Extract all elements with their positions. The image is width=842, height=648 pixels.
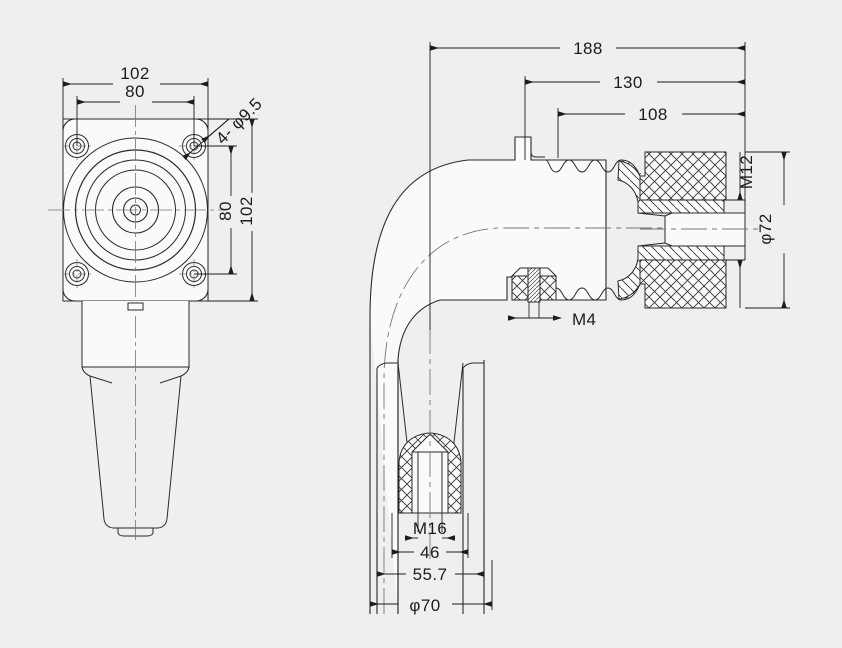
elbow-centerline-arc bbox=[383, 227, 745, 614]
m4-set-screw-detail bbox=[510, 267, 558, 318]
dim-label-m16: M16 bbox=[413, 519, 447, 538]
dim-label-188: 188 bbox=[573, 39, 603, 58]
contact-pin bbox=[664, 212, 746, 247]
dim-label-80-top: 80 bbox=[125, 82, 145, 101]
dim-label-55-7: 55.7 bbox=[413, 565, 448, 584]
side-view-dimensions bbox=[369, 42, 790, 614]
dim-label-46: 46 bbox=[420, 543, 440, 562]
dim-label-102-right: 102 bbox=[237, 196, 256, 226]
dim-label-m4: M4 bbox=[572, 310, 596, 329]
side-section-view bbox=[369, 136, 760, 615]
dim-label-130: 130 bbox=[613, 73, 643, 92]
dim-label-m12: M12 bbox=[737, 155, 756, 189]
dim-label-80-right: 80 bbox=[216, 201, 235, 221]
pin-taper-top bbox=[637, 212, 666, 217]
dim-label-phi70: φ70 bbox=[409, 596, 440, 615]
elbow-shoulder-step bbox=[530, 137, 545, 158]
dim-label-102-top: 102 bbox=[120, 64, 150, 83]
mounting-hole-bottom-left bbox=[62, 259, 92, 289]
insulator-section-upper-2 bbox=[637, 199, 725, 214]
front-view-dimensions bbox=[62, 78, 258, 302]
thread-profile-upper bbox=[545, 159, 622, 173]
dim-label-108: 108 bbox=[638, 105, 668, 124]
dim-label-phi72: φ72 bbox=[756, 213, 775, 244]
coupling-nut-upper-body bbox=[639, 151, 727, 201]
pin-taper-bottom bbox=[637, 242, 666, 247]
leader-hole-callout-b bbox=[182, 118, 230, 161]
